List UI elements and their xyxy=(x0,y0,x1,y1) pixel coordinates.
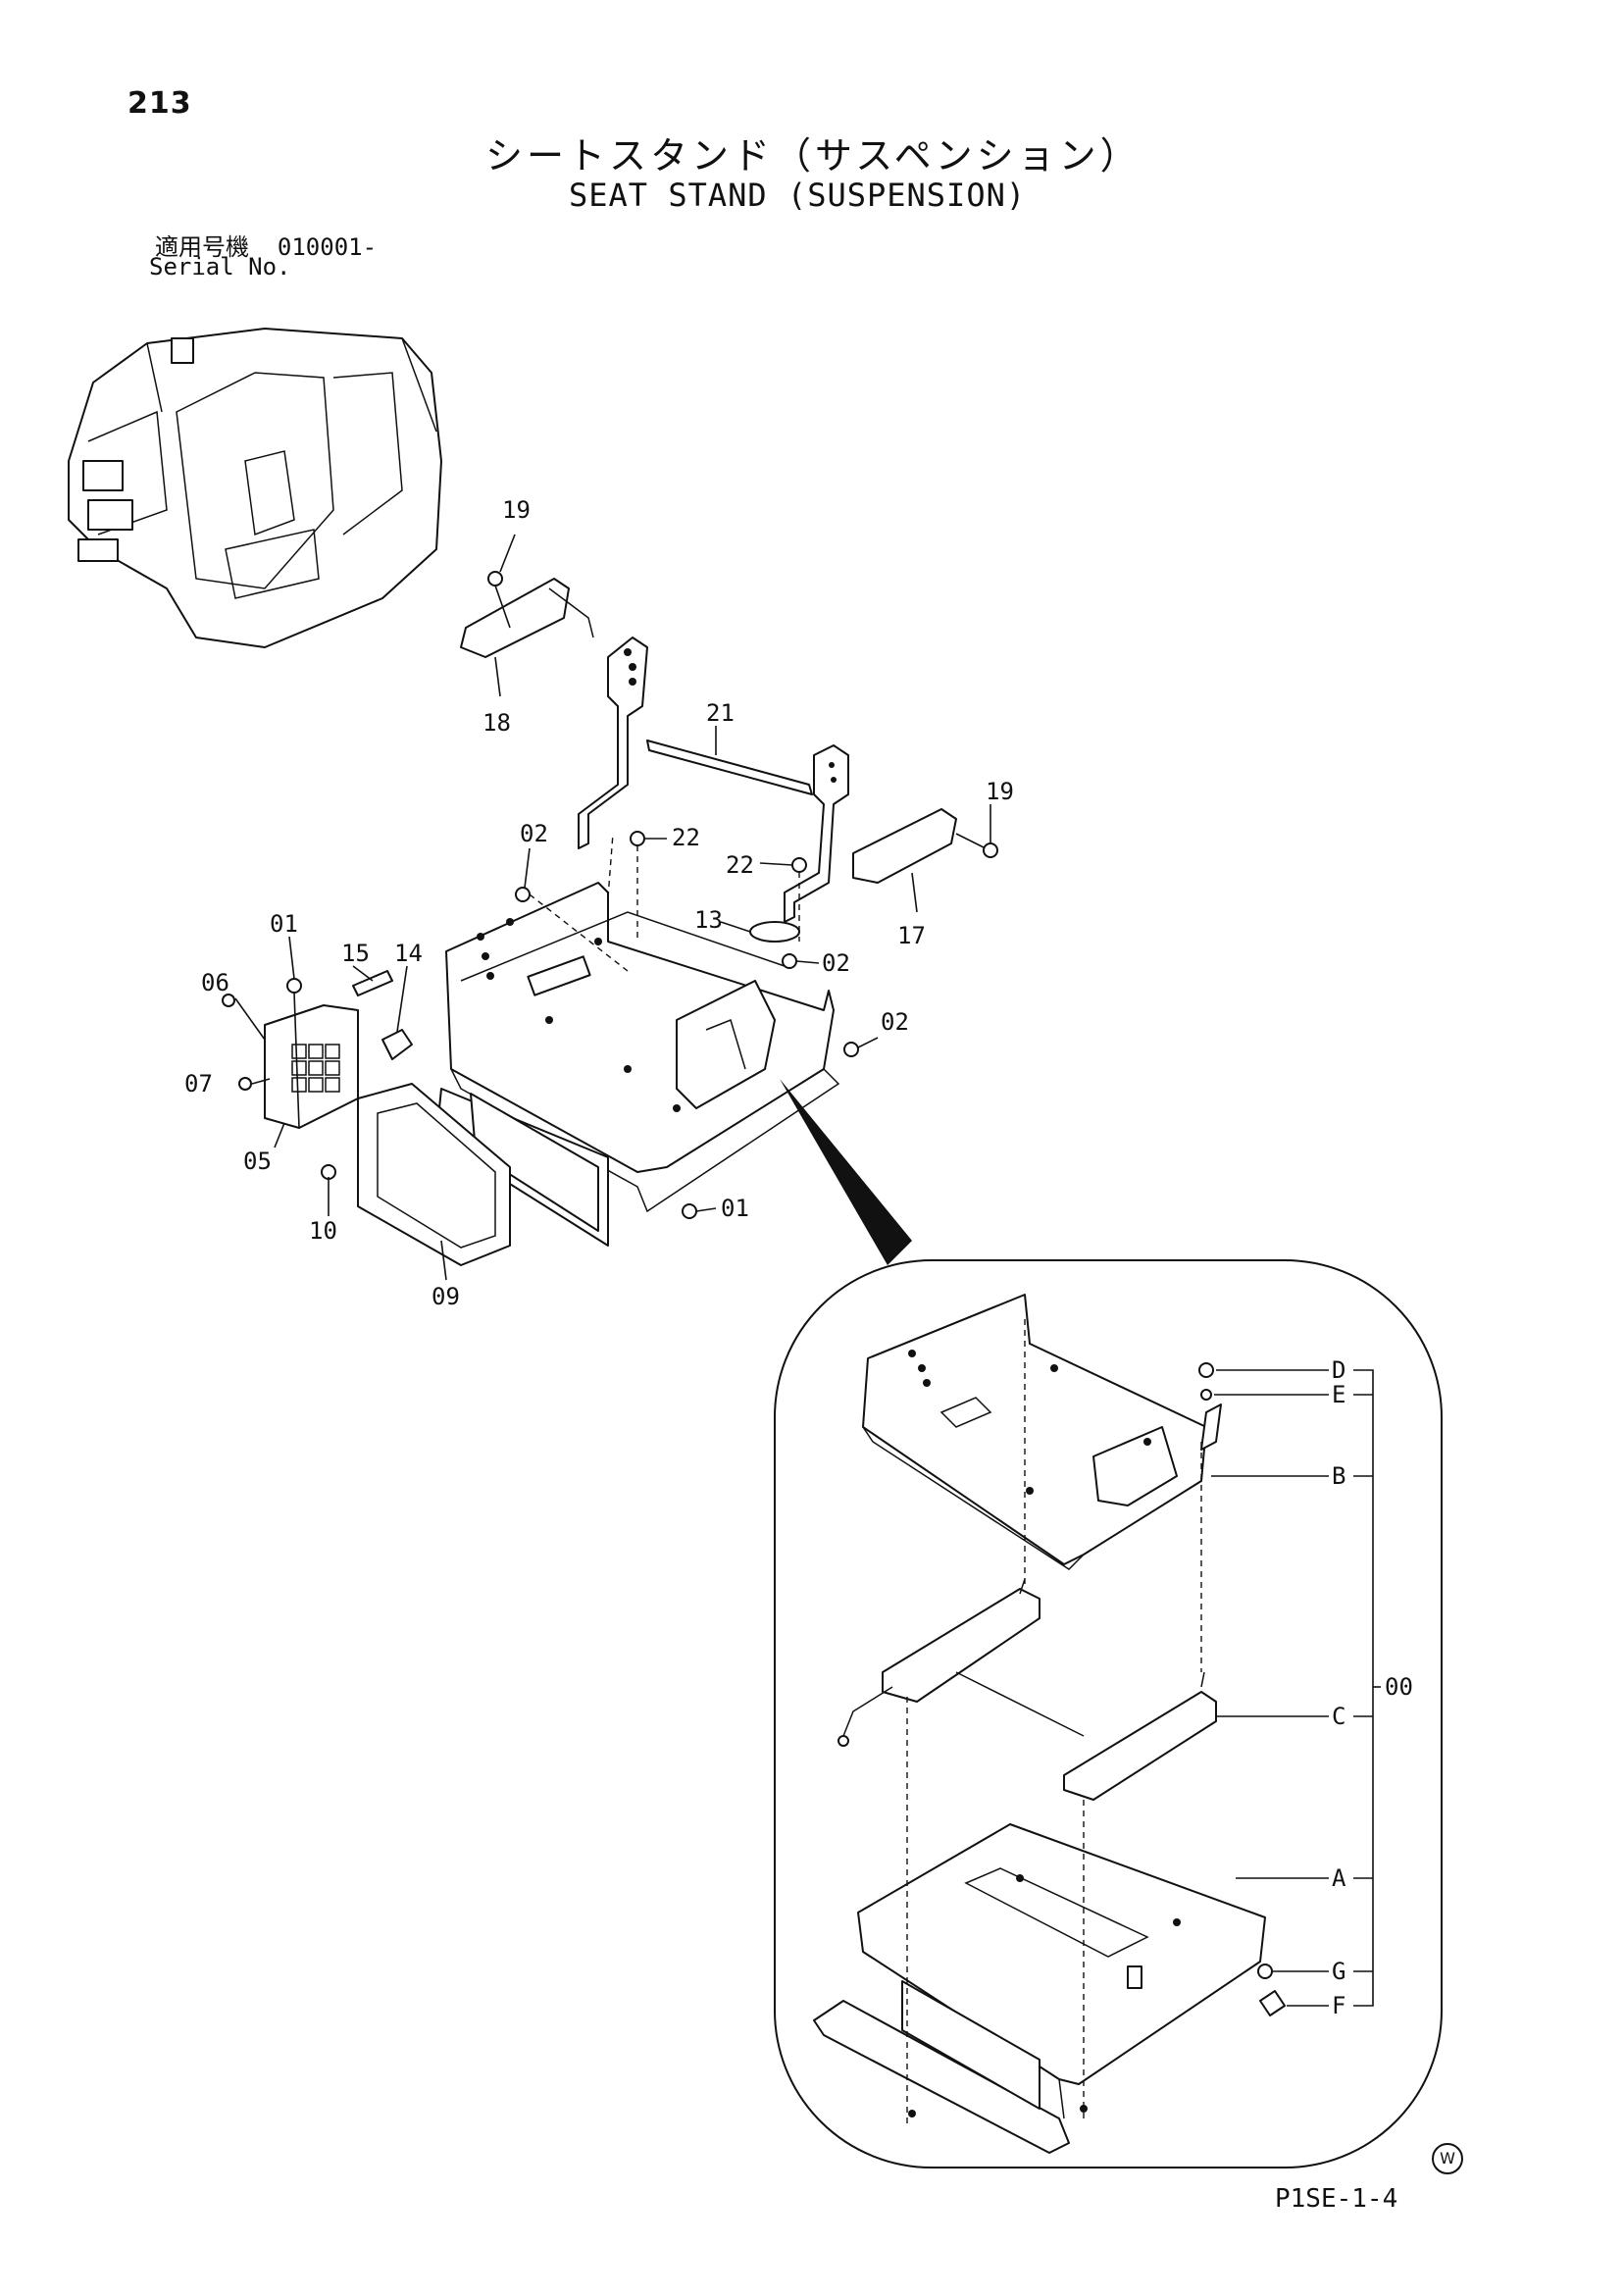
detail-slide-rail-right xyxy=(955,1671,1217,1801)
callout-02-mid: 02 xyxy=(822,949,850,977)
page-number: 213 xyxy=(127,86,192,121)
plate-14 xyxy=(381,1029,413,1060)
callout-E: E xyxy=(1332,1381,1345,1408)
screw-06 xyxy=(222,994,235,1007)
callout-18: 18 xyxy=(482,709,511,737)
callout-19-b: 19 xyxy=(986,778,1014,805)
armrest-left xyxy=(460,571,594,658)
serial-label-english: Serial No. xyxy=(149,253,291,281)
title-japanese: シートスタンド（サスペンション） xyxy=(485,134,1142,178)
callout-01-bottom: 01 xyxy=(721,1195,749,1222)
cab-thumbnail xyxy=(68,328,442,648)
detail-slide-rail-left xyxy=(837,1578,1040,1747)
callout-17: 17 xyxy=(897,922,926,949)
leader-lines-detail xyxy=(1211,1369,1381,2007)
serial-value: 010001- xyxy=(277,233,378,261)
callout-B: B xyxy=(1332,1462,1345,1490)
dashed-assembly-lines-main xyxy=(529,833,800,972)
serial-line-japanese: 適用号機 010001- xyxy=(155,228,377,262)
seat-stand-assembly xyxy=(435,882,840,1247)
callout-02-top: 02 xyxy=(520,820,548,847)
nut-D xyxy=(1198,1362,1214,1378)
seat-bracket-left xyxy=(578,637,648,849)
callout-01-top: 01 xyxy=(270,910,298,938)
plate-15 xyxy=(352,970,393,996)
dashed-assembly-lines-detail xyxy=(906,1319,1202,2128)
callout-02-right: 02 xyxy=(881,1008,909,1036)
washer-E xyxy=(1200,1389,1212,1401)
callouts-main: 19 18 21 19 22 22 17 02 13 02 02 01 15 1… xyxy=(184,496,1014,1310)
callout-D: D xyxy=(1332,1356,1345,1384)
detail-top-plate xyxy=(862,1294,1222,1570)
callout-G: G xyxy=(1332,1958,1345,1985)
bolt-02-mid xyxy=(782,953,797,969)
callout-22-a: 22 xyxy=(672,824,700,851)
callout-07: 07 xyxy=(184,1070,213,1097)
detail-frame xyxy=(774,1259,1443,2168)
panel-grid xyxy=(291,1044,340,1093)
leader-lines-main xyxy=(234,534,991,1281)
callout-09: 09 xyxy=(431,1283,460,1310)
callout-C: C xyxy=(1332,1703,1345,1730)
fuse-panel xyxy=(264,1004,359,1129)
bolt-10 xyxy=(321,1164,336,1180)
title-english: SEAT STAND (SUSPENSION) xyxy=(569,177,1027,214)
callout-00: 00 xyxy=(1385,1673,1413,1701)
callout-13: 13 xyxy=(694,906,723,934)
detail-pointer xyxy=(780,1079,912,1265)
callout-06: 06 xyxy=(201,969,229,996)
callout-10: 10 xyxy=(309,1217,337,1245)
footer-code: P1SE-1-4 xyxy=(1275,2184,1398,2214)
bolt-02-top xyxy=(515,887,531,902)
callout-19-a: 19 xyxy=(502,496,531,524)
callout-05: 05 xyxy=(243,1148,272,1175)
callout-F: F xyxy=(1332,1992,1345,2019)
bolt-02-right xyxy=(843,1042,859,1057)
callout-A: A xyxy=(1332,1864,1346,1892)
cover-13 xyxy=(749,921,800,943)
seat-bracket-bar xyxy=(646,740,813,795)
screw-07 xyxy=(238,1077,252,1091)
armrest-right xyxy=(852,808,998,884)
washer-F xyxy=(1259,1990,1286,2016)
callout-14: 14 xyxy=(394,940,423,967)
serial-label-ja: 適用号機 xyxy=(155,233,249,261)
w-mark-icon: W xyxy=(1432,2143,1463,2174)
callout-15: 15 xyxy=(341,940,370,967)
bolt-01-bottom xyxy=(682,1203,697,1219)
seat-bracket-right xyxy=(784,744,849,923)
bolt-22-left xyxy=(630,831,645,846)
bolt-G xyxy=(1257,1964,1273,1979)
callouts-detail: D E B C A G F 00 xyxy=(1332,1356,1413,2019)
callout-22-b: 22 xyxy=(726,851,754,879)
detail-base-plate xyxy=(813,1823,1266,2154)
air-duct xyxy=(357,1083,511,1266)
bolt-01-top xyxy=(286,978,302,994)
bolt-22-right xyxy=(791,857,807,873)
callout-21: 21 xyxy=(706,699,735,727)
